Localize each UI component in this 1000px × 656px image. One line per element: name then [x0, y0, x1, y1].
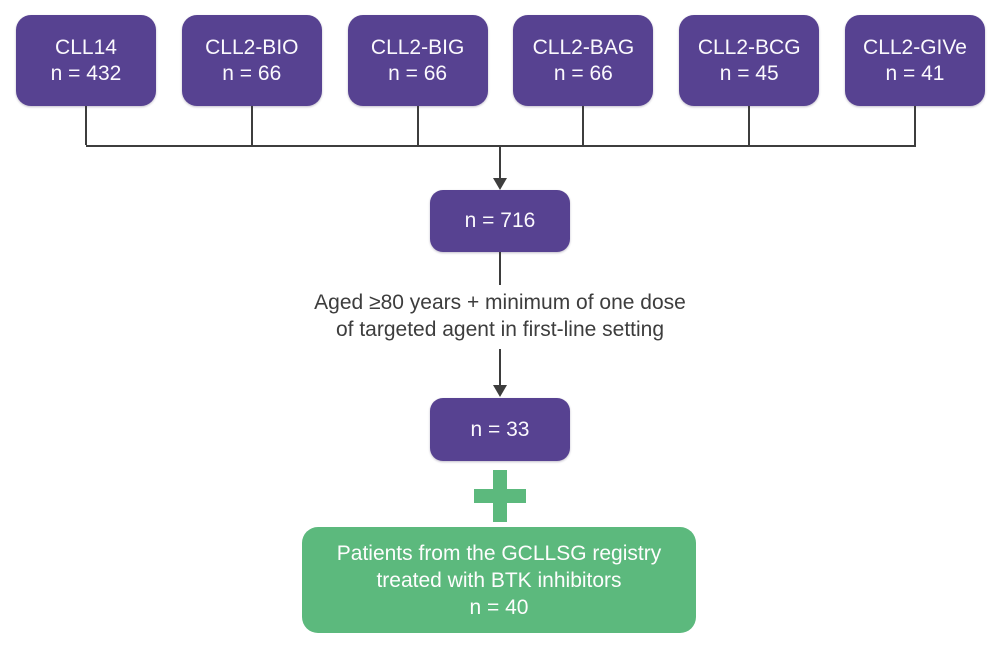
- filtered-box: n = 33: [430, 398, 570, 461]
- trial-box-cll2-bag: CLL2-BAG n = 66: [513, 15, 654, 106]
- registry-line1: Patients from the GCLLSG registry: [336, 541, 662, 565]
- trial-name: CLL2-GIVe: [863, 35, 967, 59]
- trial-name: CLL2-BCG: [697, 35, 801, 59]
- trial-name: CLL2-BIO: [205, 35, 299, 59]
- trial-box-cll2-big: CLL2-BIG n = 66: [347, 15, 488, 106]
- trial-box-cll14: CLL14 n = 432: [16, 15, 156, 106]
- pooled-n: n = 716: [464, 209, 536, 232]
- trial-box-cll2-bcg: CLL2-BCG n = 45: [679, 15, 820, 106]
- connector-stub: [913, 106, 916, 145]
- trial-wrap-cll2-bio: CLL2-BIO n = 66: [181, 15, 322, 145]
- arrow-line: [499, 349, 501, 386]
- trial-n: n = 432: [50, 61, 122, 85]
- trial-n: n = 66: [553, 61, 613, 85]
- connector-stub: [748, 106, 751, 145]
- pooled-box: n = 716: [430, 190, 570, 252]
- registry-n: n = 40: [469, 595, 529, 619]
- trial-wrap-cll2-bcg: CLL2-BCG n = 45: [679, 15, 820, 145]
- connector-stub: [416, 106, 419, 145]
- trial-name: CLL2-BAG: [532, 35, 635, 59]
- trial-row: CLL14 n = 432 CLL2-BIO n = 66 CLL2-BIG n…: [16, 15, 985, 145]
- arrow-line: [499, 147, 501, 180]
- trial-n: n = 66: [222, 61, 282, 85]
- connector-stub: [582, 106, 585, 145]
- connector-line: [499, 252, 501, 285]
- arrow-down-icon: [493, 385, 507, 397]
- trial-n: n = 45: [719, 61, 779, 85]
- connector-horizontal: [86, 145, 916, 147]
- connector-stub: [250, 106, 253, 145]
- trial-wrap-cll2-big: CLL2-BIG n = 66: [347, 15, 488, 145]
- filter-criteria-line2: of targeted agent in first-line setting: [335, 318, 665, 341]
- arrow-down-icon: [493, 178, 507, 190]
- filtered-n: n = 33: [470, 417, 530, 441]
- trial-n: n = 41: [885, 61, 945, 85]
- trial-wrap-cll2-give: CLL2-GIVe n = 41: [844, 15, 985, 145]
- connector-stub: [85, 106, 87, 145]
- registry-line2: treated with BTK inhibitors: [376, 568, 622, 592]
- registry-box: Patients from the GCLLSG registry treate…: [302, 527, 696, 633]
- trial-box-cll2-give: CLL2-GIVe n = 41: [844, 15, 985, 106]
- trial-name: CLL2-BIG: [370, 35, 465, 59]
- plus-icon: [474, 470, 526, 522]
- trial-name: CLL14: [55, 35, 117, 59]
- trial-n: n = 66: [388, 61, 448, 85]
- trial-wrap-cll14: CLL14 n = 432: [16, 15, 156, 145]
- filter-criteria-text: Aged ≥80 years + minimum of one dose of …: [0, 289, 1000, 343]
- trial-wrap-cll2-bag: CLL2-BAG n = 66: [513, 15, 654, 145]
- trial-box-cll2-bio: CLL2-BIO n = 66: [181, 15, 322, 106]
- filter-criteria-line1: Aged ≥80 years + minimum of one dose: [314, 291, 686, 314]
